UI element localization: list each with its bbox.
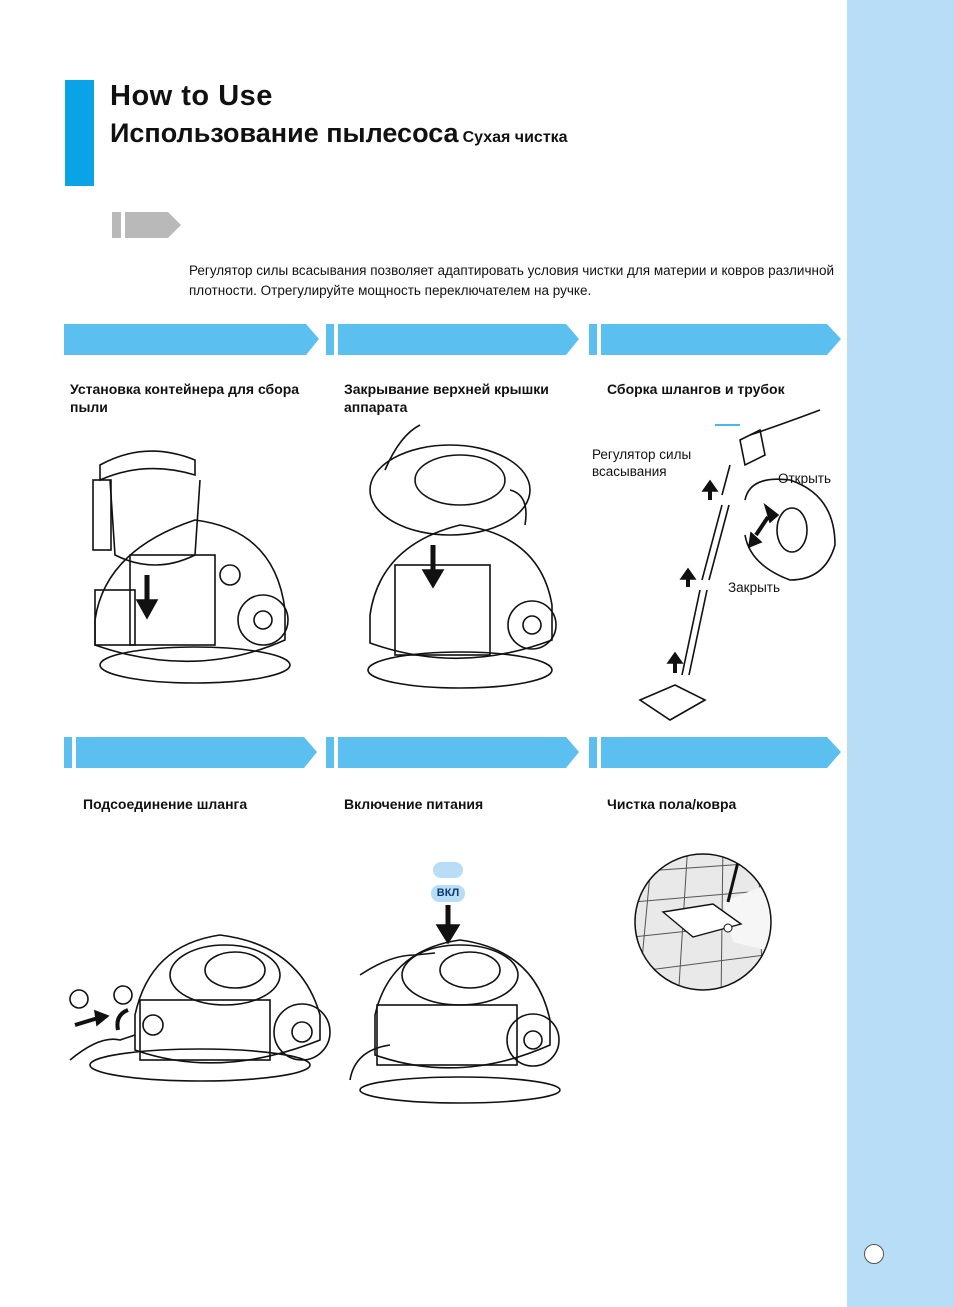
callout-open: Открыть bbox=[778, 471, 832, 486]
hose-connect-illustration bbox=[69, 934, 331, 1082]
power-on-label: ВКЛ bbox=[431, 885, 465, 902]
step-bar-5 bbox=[326, 737, 579, 768]
callout-close: Закрыть bbox=[728, 580, 780, 595]
step-bar-4 bbox=[64, 737, 317, 768]
step-label-1: Установка контейнера для сбора пыли bbox=[70, 381, 300, 415]
step-label-4: Подсоединение шланга bbox=[83, 796, 248, 812]
title-accent-bar bbox=[65, 80, 94, 186]
page-number-circle bbox=[864, 1244, 884, 1264]
container-install-illustration bbox=[92, 450, 291, 684]
step-label-3: Сборка шлангов и трубок bbox=[607, 381, 785, 397]
step-label-6: Чистка пола/ковра bbox=[607, 796, 737, 812]
page-subtitle: Сухая чистка bbox=[462, 129, 568, 146]
power-on-illustration bbox=[349, 905, 561, 1104]
callout-suction-regulator: Регулятор силы всасывания bbox=[592, 447, 692, 479]
step-bar-2 bbox=[326, 324, 579, 355]
step-bar-3 bbox=[589, 324, 841, 355]
step-bar-6 bbox=[589, 737, 841, 768]
floor-cleaning-illustration bbox=[634, 853, 772, 991]
page-title-en: How to Use bbox=[110, 80, 273, 112]
page-title-ru-main: Использование пылесоса bbox=[110, 118, 459, 148]
top-cover-illustration bbox=[367, 424, 557, 689]
intro-text: Регулятор силы всасывания позволяет адап… bbox=[189, 263, 835, 298]
section-flag-icon bbox=[112, 212, 181, 238]
hose-tubes-illustration bbox=[638, 409, 836, 721]
side-strip bbox=[847, 0, 954, 1307]
step-bar-1 bbox=[64, 324, 319, 355]
step-label-5: Включение питания bbox=[344, 796, 484, 812]
power-indicator-badge bbox=[433, 862, 463, 878]
step-label-2: Закрывание верхней крышки аппарата bbox=[344, 381, 549, 415]
